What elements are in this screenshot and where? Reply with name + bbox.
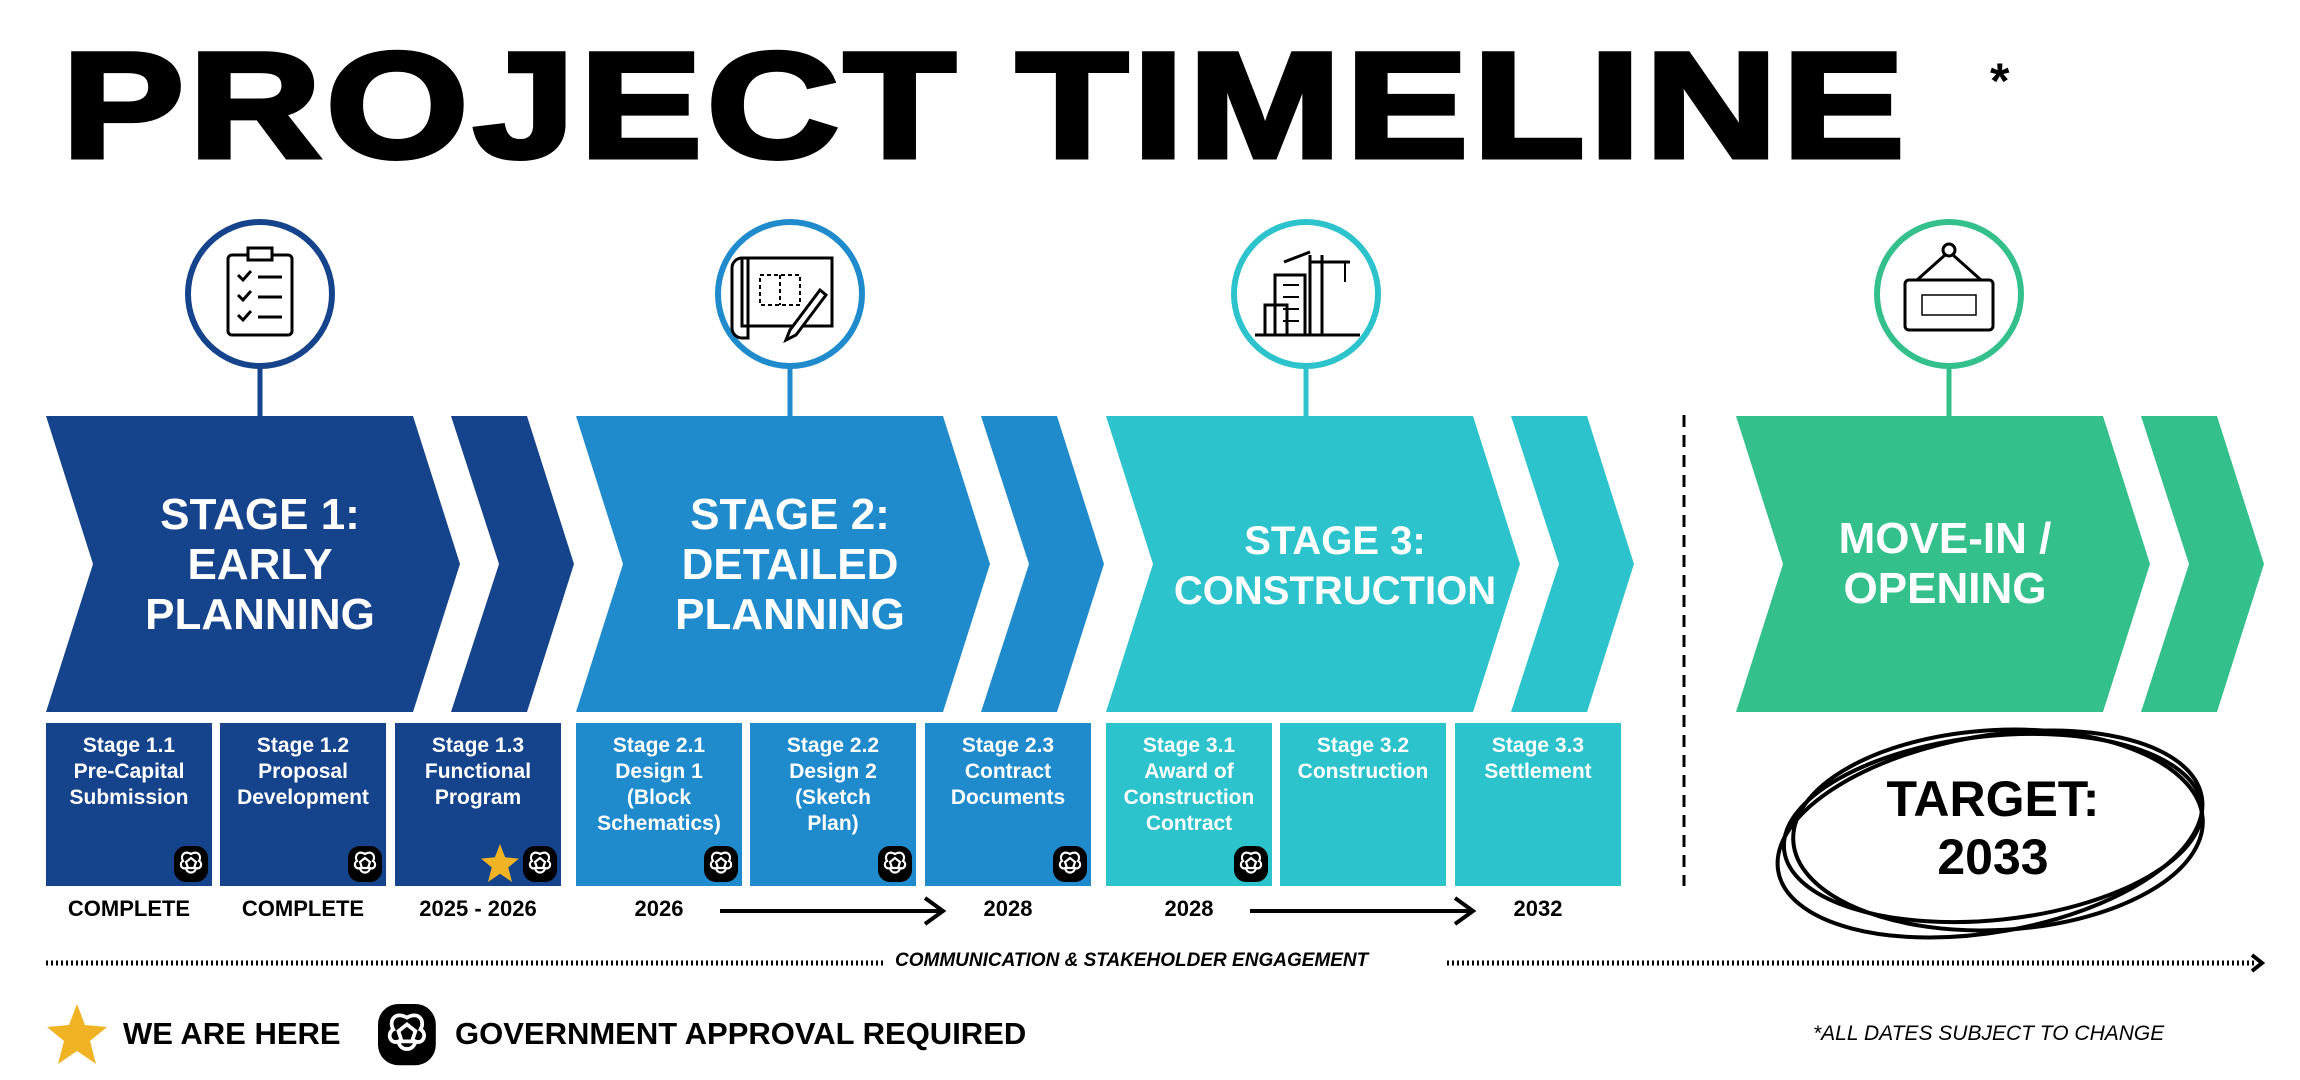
disclaimer: *ALL DATES SUBJECT TO CHANGE <box>1813 1022 2165 1045</box>
stage3-title: STAGE 3: CONSTRUCTION <box>1173 519 1497 613</box>
open-sign-icon <box>1874 219 2024 416</box>
date-arrow <box>720 896 947 926</box>
government-approval-icon <box>523 846 557 882</box>
crane-building-icon <box>1231 219 1381 416</box>
title-asterisk: * <box>1990 53 2010 109</box>
move-in-chevron <box>1736 416 2264 712</box>
box-label: Stage 1.3 Functional Program <box>424 734 532 809</box>
target-label: TARGET: <box>1886 771 2100 827</box>
government-approval-icon <box>704 846 738 882</box>
communication-label: COMMUNICATION & STAKEHOLDER ENGAGEMENT <box>895 950 1369 971</box>
stage-box-1-2: Stage 1.2 Proposal Development <box>220 723 386 886</box>
date-label: COMPLETE <box>241 896 365 921</box>
blueprint-icon <box>715 219 865 416</box>
stage2-chevron <box>576 416 1104 712</box>
box-label: Stage 2.2 Design 2 (Sketch Plan) <box>786 734 880 835</box>
stage3-chevron <box>1106 416 1634 712</box>
government-approval-icon <box>1053 846 1087 882</box>
date-label: 2025 - 2026 <box>419 896 537 921</box>
box-label: Stage 3.3 Settlement <box>1484 734 1592 783</box>
target-scribble-ellipse <box>1775 727 2205 940</box>
box-label: Stage 2.3 Contract Documents <box>950 734 1066 809</box>
government-approval-icon <box>348 846 382 882</box>
stage-box-3-3: Stage 3.3 Settlement <box>1455 723 1621 886</box>
date-label: 2026 <box>634 896 684 921</box>
clipboard-checklist-icon <box>185 219 335 416</box>
stage-box-3-2: Stage 3.2 Construction <box>1280 723 1446 886</box>
box-label: Stage 2.1 Design 1 (Block Schematics) <box>597 734 721 835</box>
date-arrow <box>1250 896 1477 926</box>
box-label: Stage 3.1 Award of Construction Contract <box>1123 734 1255 835</box>
box-label: Stage 1.2 Proposal Development <box>237 734 369 809</box>
government-approval-icon <box>1234 846 1268 882</box>
stage1-chevron <box>46 416 574 712</box>
date-label: 2028 <box>1164 896 1214 921</box>
we-are-here-star-icon <box>47 1004 107 1064</box>
box-label: Stage 1.1 Pre-Capital Submission <box>69 734 189 809</box>
stage-box-2-3: Stage 2.3 Contract Documents <box>925 723 1091 886</box>
government-approval-icon <box>376 1002 438 1068</box>
stage2-title: STAGE 2: DETAILED PLANNING <box>675 490 905 639</box>
stage-box-1-1: Stage 1.1 Pre-Capital Submission <box>46 723 212 886</box>
government-approval-icon <box>174 846 208 882</box>
stage-box-2-1: Stage 2.1 Design 1 (Block Schematics) <box>576 723 742 886</box>
stage-box-1-3: Stage 1.3 Functional Program <box>395 723 561 886</box>
we-are-here-star-icon <box>481 844 519 882</box>
page-title: PROJECT TIMELINE <box>59 21 1910 189</box>
stage-box-3-1: Stage 3.1 Award of Construction Contract <box>1106 723 1272 886</box>
arrowhead-icon <box>2250 953 2266 973</box>
date-label: 2032 <box>1513 896 1563 921</box>
move-in-title: MOVE-IN / OPENING <box>1838 514 2052 613</box>
box-label: Stage 3.2 Construction <box>1297 734 1429 783</box>
stage-box-2-2: Stage 2.2 Design 2 (Sketch Plan) <box>750 723 916 886</box>
legend-government-approval: GOVERNMENT APPROVAL REQUIRED <box>455 1016 1027 1051</box>
legend-we-are-here: WE ARE HERE <box>123 1016 341 1051</box>
government-approval-icon <box>878 846 912 882</box>
stage1-title: STAGE 1: EARLY PLANNING <box>145 490 375 639</box>
date-label: COMPLETE <box>67 896 191 921</box>
date-label: 2028 <box>983 896 1033 921</box>
target-year: 2033 <box>1937 829 2049 885</box>
